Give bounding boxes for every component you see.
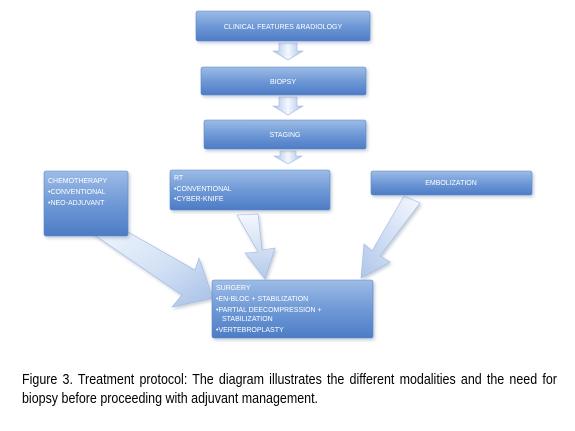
node-biopsy-title: BIOPSY [270, 79, 296, 86]
figure-caption: Figure 3. Treatment protocol: The diagra… [22, 372, 557, 407]
node-surgery-item: •EN-BLOC + STABILIZATION [216, 296, 308, 303]
node-chemotherapy-item: •NEO-ADJUVANT [48, 200, 105, 207]
node-embolization: EMBOLIZATION [370, 170, 533, 196]
node-surgery: SURGERY •EN-BLOC + STABILIZATION •PARTIA… [211, 279, 374, 339]
node-rt: RT •CONVENTIONAL •CYBER-KNIFE [169, 169, 331, 211]
node-rt-item: •CONVENTIONAL [174, 186, 232, 193]
node-surgery-item: •VERTEBROPLASTY [216, 327, 284, 334]
node-chemotherapy: CHEMOTHERAPY •CONVENTIONAL •NEO-ADJUVANT [43, 170, 129, 237]
node-rt-title: RT [174, 175, 184, 182]
node-surgery-item: STABILIZATION [222, 316, 273, 323]
node-staging: STAGING [203, 119, 367, 150]
node-biopsy: BIOPSY [200, 66, 367, 96]
node-clinical-title: CLINICAL FEATURES &RADIOLOGY [224, 24, 343, 31]
node-surgery-item: •PARTIAL DEECOMPRESSION + [216, 307, 322, 314]
arrow-rt-to-surgery [236, 213, 276, 280]
arrow-embolization-to-surgery [360, 195, 421, 279]
node-embolization-title: EMBOLIZATION [425, 180, 477, 187]
node-chemotherapy-title: CHEMOTHERAPY [48, 178, 107, 185]
node-chemotherapy-item: •CONVENTIONAL [48, 189, 106, 196]
node-clinical: CLINICAL FEATURES &RADIOLOGY [195, 10, 371, 42]
node-rt-item: •CYBER-KNIFE [174, 196, 224, 203]
arrow-clinical-to-biopsy [271, 42, 305, 61]
node-surgery-title: SURGERY [216, 285, 251, 292]
arrow-staging-down [272, 150, 304, 165]
treatment-diagram: CLINICAL FEATURES &RADIOLOGY BIOPSY STAG… [43, 10, 533, 339]
node-staging-title: STAGING [270, 132, 301, 139]
arrow-biopsy-to-staging [271, 96, 305, 116]
